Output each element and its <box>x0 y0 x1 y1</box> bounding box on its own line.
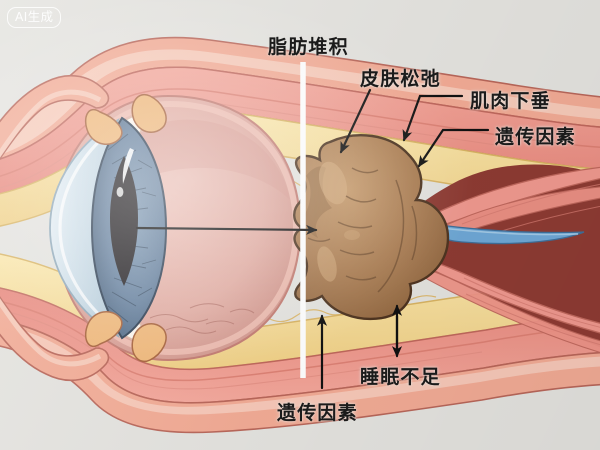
eyelid-flap-upper <box>0 74 110 160</box>
iris-highlight-dot <box>116 187 124 197</box>
lid-margin-lower <box>84 311 167 363</box>
label-fat-accumulation: 脂肪堆积 <box>268 37 349 58</box>
pointer-muscle-sagging <box>402 94 464 142</box>
label-skin-laxity: 皮肤松弛 <box>360 69 441 90</box>
iris-highlight <box>122 148 134 184</box>
pointer-group <box>135 88 490 390</box>
pointer-genetic-right <box>417 128 490 168</box>
fatpad-highlight-3 <box>344 230 360 240</box>
fatpad-highlight-1 <box>318 161 348 205</box>
main-arrow <box>135 224 318 235</box>
ai-watermark-badge: AI生成 <box>7 7 62 29</box>
globe-texture <box>149 303 255 334</box>
label-genetic-factors-right: 遗传因素 <box>495 127 576 148</box>
fatpad-creases <box>307 167 418 293</box>
orbital-fat-pad <box>293 134 450 321</box>
fatpad-highlight-2 <box>317 246 337 282</box>
label-muscle-sagging: 肌肉下垂 <box>470 91 551 112</box>
lid-margin-upper <box>84 93 167 145</box>
iris <box>90 116 168 340</box>
orbital-muscle-cone <box>391 164 600 354</box>
pointer-skin-laxity <box>339 88 372 154</box>
label-genetic-factors-bottom: 遗传因素 <box>277 403 358 424</box>
label-insufficient-sleep: 睡眠不足 <box>360 367 441 388</box>
pupil <box>110 156 138 286</box>
eyelid-skin-lower <box>0 319 600 434</box>
eyelid-flap-lower <box>0 296 110 382</box>
